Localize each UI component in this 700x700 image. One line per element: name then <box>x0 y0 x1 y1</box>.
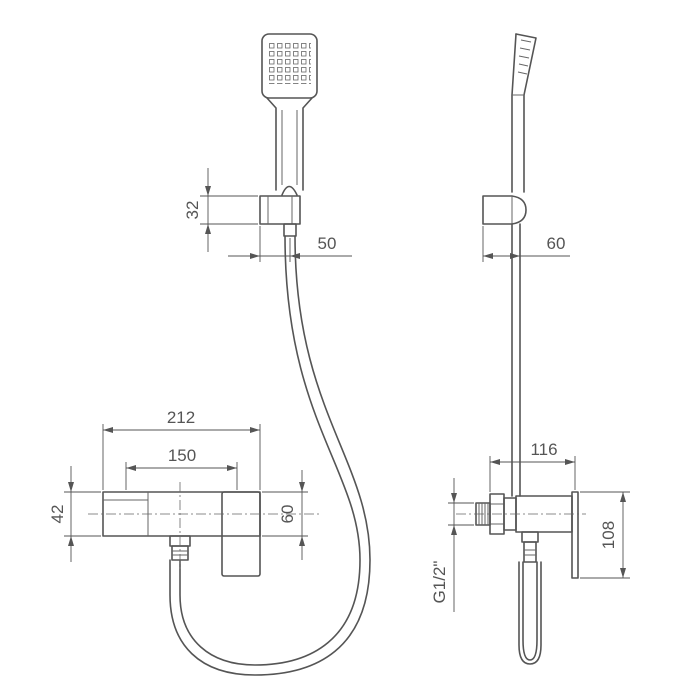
thread-label: G1/2" <box>430 561 449 604</box>
hose-side <box>518 561 542 665</box>
mixer-body <box>102 491 261 577</box>
dimension-body-height: 42 <box>48 466 101 562</box>
dimension-projection: 116 <box>489 440 576 492</box>
hose-offset-label: 50 <box>318 234 337 253</box>
mixer-body-side <box>515 491 579 579</box>
hand-shower <box>261 33 318 196</box>
lever-height-label: 60 <box>278 505 297 524</box>
dimension-hose-offset: 50 <box>228 226 352 262</box>
projection-label: 116 <box>530 440 557 459</box>
holder-height-label: 32 <box>183 201 202 220</box>
center-distance-label: 150 <box>168 446 196 465</box>
slide-rail <box>511 223 521 497</box>
dimension-center-distance: 150 <box>125 446 238 490</box>
holder-depth-label: 60 <box>547 234 566 253</box>
dimension-holder-height: 32 <box>183 168 258 252</box>
shower-holder <box>259 195 301 237</box>
side-view: 60 116 G1/2" 108 <box>430 33 630 665</box>
dimension-holder-depth: 60 <box>482 226 570 262</box>
dimension-thread: G1/2" <box>430 478 474 612</box>
front-view: 32 50 212 150 <box>48 33 371 676</box>
hand-shower-side <box>511 33 537 193</box>
dimension-body-width: 212 <box>102 408 261 490</box>
dimension-lever-length: 108 <box>580 491 630 579</box>
shower-holder-side <box>482 195 527 225</box>
body-width-label: 212 <box>167 408 195 427</box>
lever-length-label: 108 <box>599 521 618 549</box>
dimension-lever-height: 60 <box>262 470 308 560</box>
shower-hose <box>169 235 371 676</box>
body-height-label: 42 <box>48 505 67 524</box>
